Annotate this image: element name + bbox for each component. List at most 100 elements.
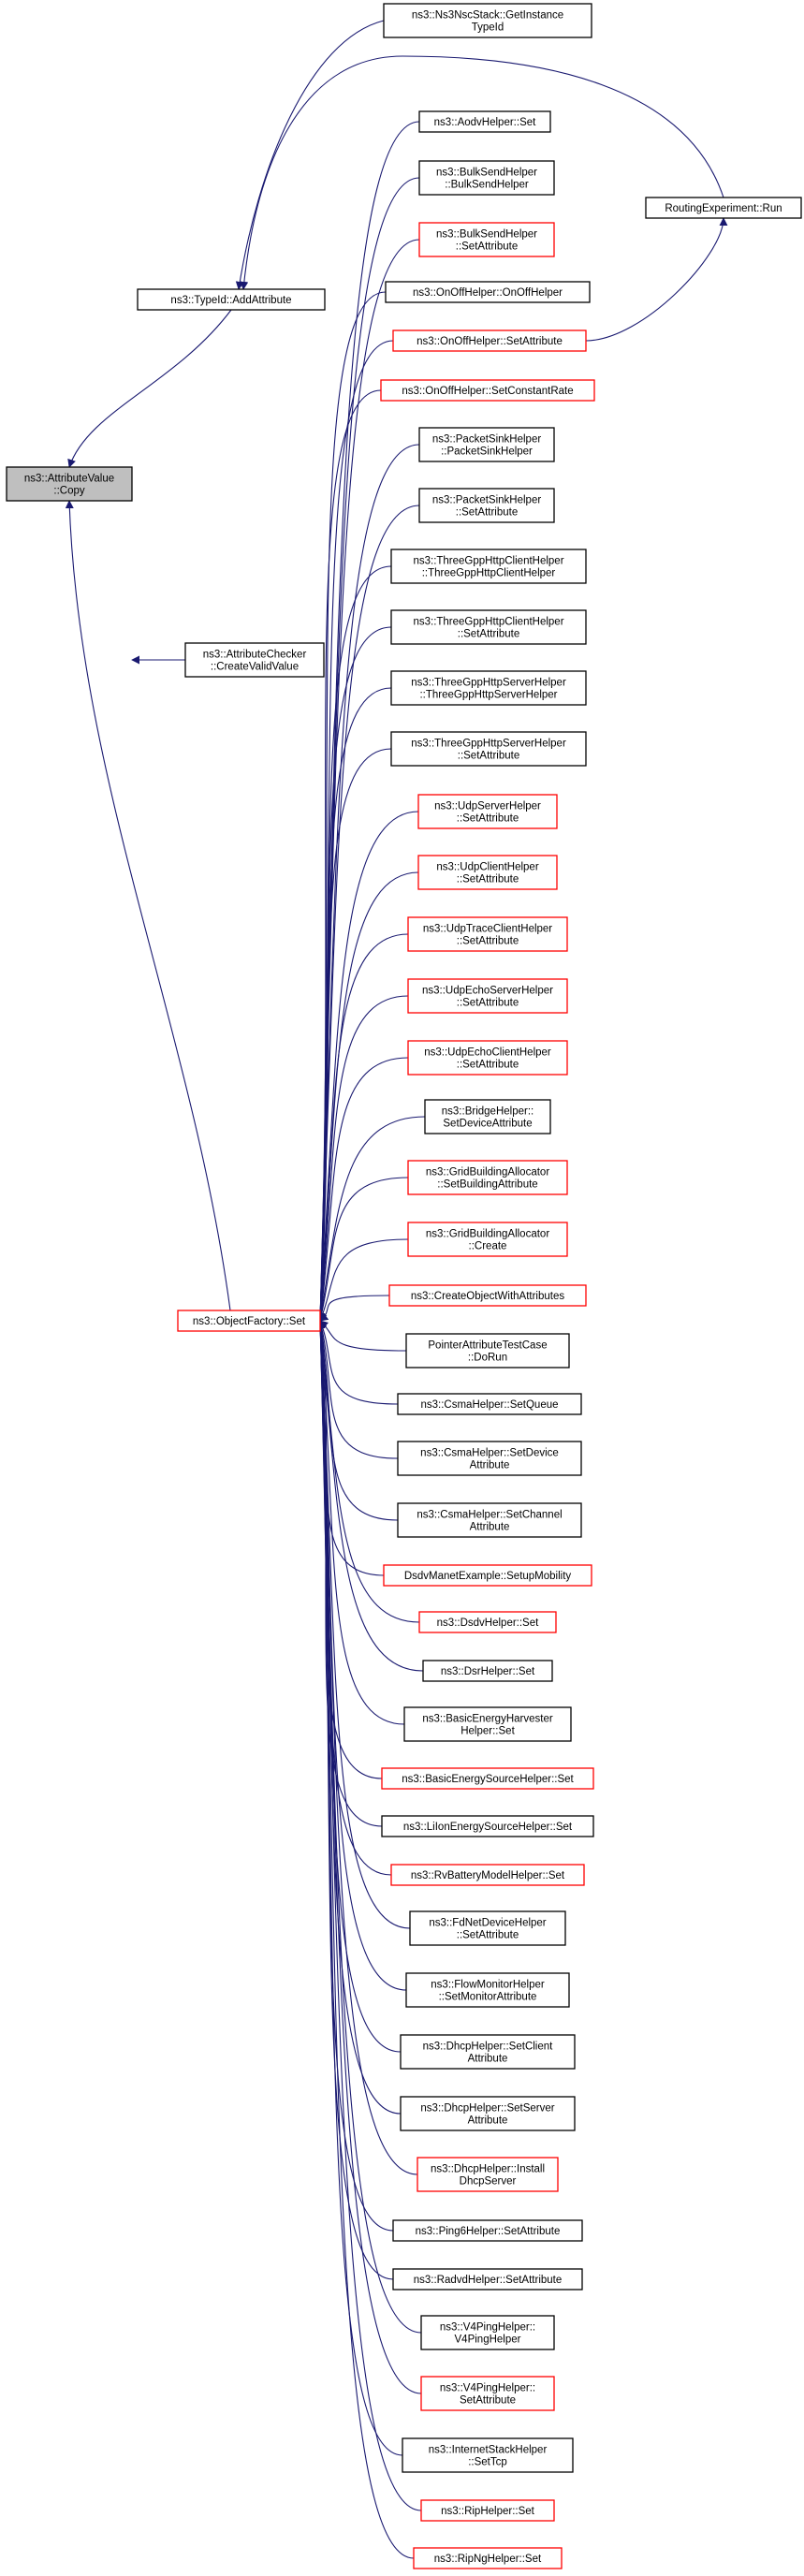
node-label: ::SetAttribute [457, 874, 519, 886]
node-box [380, 379, 595, 402]
node-n48[interactable]: ns3::RipHelper::Set [420, 2499, 555, 2522]
node-n47[interactable]: ns3::InternetStackHelper::SetTcp [402, 2437, 574, 2473]
node-n49[interactable]: ns3::RipNgHelper::Set [413, 2547, 563, 2569]
node-label: ::SetAttribute [457, 936, 519, 947]
node-n37[interactable]: ns3::RvBatteryModelHelper::Set [390, 1864, 585, 1886]
edge-n28-n3 [318, 1320, 399, 1405]
node-n24[interactable]: ns3::GridBuildingAllocator::SetBuildingA… [407, 1160, 568, 1195]
node-box [385, 281, 591, 303]
node-n8[interactable]: ns3::BulkSendHelper::SetAttribute [418, 222, 555, 257]
node-n25[interactable]: ns3::GridBuildingAllocator::Create [407, 1222, 568, 1257]
node-label: PointerAttributeTestCase [428, 1340, 547, 1352]
node-label: ::SetTcp [468, 2457, 507, 2468]
node-label: SetAttribute [460, 2395, 516, 2407]
node-box [392, 2268, 583, 2291]
node-label: ::SetAttribute [457, 998, 519, 1009]
edge-n15-n3 [315, 626, 392, 1322]
node-label: ns3::CsmaHelper::SetDevice [420, 1448, 559, 1459]
node-label: ns3::OnOffHelper::SetAttribute [417, 336, 563, 347]
node-n11[interactable]: ns3::OnOffHelper::SetConstantRate [380, 379, 595, 402]
node-n20[interactable]: ns3::UdpTraceClientHelper::SetAttribute [407, 916, 568, 952]
node-n35[interactable]: ns3::BasicEnergySourceHelper::Set [381, 1767, 594, 1790]
edge-n23-n3 [316, 1116, 426, 1322]
node-label: ::SetMonitorAttribute [439, 1992, 537, 2003]
edge-n11-n3 [315, 389, 382, 1322]
node-n27[interactable]: PointerAttributeTestCase::DoRun [405, 1333, 570, 1368]
node-n9[interactable]: ns3::OnOffHelper::OnOffHelper [385, 281, 591, 303]
node-n23[interactable]: ns3::BridgeHelper::SetDeviceAttribute [424, 1099, 551, 1134]
node-n12[interactable]: ns3::PacketSinkHelper::PacketSinkHelper [418, 427, 555, 462]
node-box [418, 427, 555, 462]
node-n28[interactable]: ns3::CsmaHelper::SetQueue [397, 1393, 582, 1415]
node-label: Attribute [470, 1460, 510, 1471]
node-n6[interactable]: ns3::AodvHelper::Set [418, 110, 551, 133]
node-n46[interactable]: ns3::V4PingHelper::SetAttribute [420, 2376, 555, 2411]
node-box [420, 2315, 555, 2350]
node-box [405, 1972, 570, 2008]
edges-layer [65, 20, 728, 2559]
node-n31[interactable]: DsdvManetExample::SetupMobility [383, 1564, 592, 1587]
edge-n21-n3 [316, 995, 409, 1322]
node-n17[interactable]: ns3::ThreeGppHttpServerHelper::SetAttrib… [390, 731, 587, 767]
node-label: ::ThreeGppHttpClientHelper [422, 568, 556, 579]
node-label: ns3::DhcpHelper::SetServer [420, 2103, 554, 2115]
node-box [402, 2437, 574, 2473]
node-n16[interactable]: ns3::ThreeGppHttpServerHelper::ThreeGppH… [390, 670, 587, 706]
node-n43[interactable]: ns3::Ping6Helper::SetAttribute [392, 2219, 583, 2242]
node-label: ns3::PacketSinkHelper [432, 495, 542, 506]
node-n36[interactable]: ns3::LiIonEnergySourceHelper::Set [381, 1815, 594, 1837]
node-box [413, 2547, 563, 2569]
node-n33[interactable]: ns3::DsrHelper::Set [422, 1660, 553, 1682]
edge-n32-n3 [316, 1320, 420, 1623]
node-label: ns3::DsdvHelper::Set [437, 1617, 539, 1629]
node-n22[interactable]: ns3::UdpEchoClientHelper::SetAttribute [407, 1040, 568, 1076]
node-label: ns3::UdpTraceClientHelper [423, 924, 552, 935]
node-n15[interactable]: ns3::ThreeGppHttpClientHelper::SetAttrib… [390, 609, 587, 645]
node-label: ns3::BulkSendHelper [436, 168, 537, 179]
node-n19[interactable]: ns3::UdpClientHelper::SetAttribute [417, 855, 558, 890]
node-n3[interactable]: ns3::ObjectFactory::Set [177, 1310, 321, 1332]
node-n13[interactable]: ns3::PacketSinkHelper::SetAttribute [418, 488, 555, 523]
node-n45[interactable]: ns3::V4PingHelper::V4PingHelper [420, 2315, 555, 2350]
node-n10[interactable]: ns3::OnOffHelper::SetAttribute [392, 329, 587, 352]
node-n1[interactable]: ns3::TypeId::AddAttribute [137, 288, 326, 311]
node-label: Attribute [470, 1522, 510, 1533]
node-n26[interactable]: ns3::CreateObjectWithAttributes [388, 1284, 587, 1307]
node-n29[interactable]: ns3::CsmaHelper::SetDeviceAttribute [397, 1441, 582, 1476]
node-n44[interactable]: ns3::RadvdHelper::SetAttribute [392, 2268, 583, 2291]
node-n18[interactable]: ns3::UdpServerHelper::SetAttribute [417, 794, 558, 829]
node-label: ns3::ObjectFactory::Set [193, 1316, 306, 1327]
node-n14[interactable]: ns3::ThreeGppHttpClientHelper::ThreeGppH… [390, 549, 587, 584]
node-box [383, 3, 592, 38]
node-n32[interactable]: ns3::DsdvHelper::Set [418, 1611, 557, 1633]
node-label: ns3::DhcpHelper::SetClient [423, 2042, 554, 2053]
node-box [418, 110, 551, 133]
node-n0[interactable]: ns3::AttributeValue::Copy [6, 466, 133, 502]
node-label: DsdvManetExample::SetupMobility [404, 1571, 572, 1582]
node-n2[interactable]: ns3::AttributeChecker::CreateValidValue [184, 642, 325, 678]
node-n7[interactable]: ns3::BulkSendHelper::BulkSendHelper [418, 160, 555, 196]
node-box [383, 1564, 592, 1587]
node-label: ::BulkSendHelper [445, 180, 529, 191]
node-box [420, 2376, 555, 2411]
node-box [400, 2034, 576, 2070]
node-n39[interactable]: ns3::FlowMonitorHelper::SetMonitorAttrib… [405, 1972, 570, 2008]
node-n38[interactable]: ns3::FdNetDeviceHelper::SetAttribute [409, 1910, 566, 1946]
node-label: ns3::AodvHelper::Set [434, 117, 536, 128]
node-box [405, 1333, 570, 1368]
node-label: DhcpServer [460, 2176, 517, 2188]
node-n5[interactable]: RoutingExperiment::Run [645, 197, 802, 219]
node-label: ns3::FdNetDeviceHelper [429, 1918, 546, 1929]
node-box [403, 1706, 572, 1742]
node-box [417, 2157, 559, 2192]
node-n21[interactable]: ns3::UdpEchoServerHelper::SetAttribute [407, 978, 568, 1014]
edge-n10-n3 [315, 340, 394, 1322]
node-box [424, 1099, 551, 1134]
